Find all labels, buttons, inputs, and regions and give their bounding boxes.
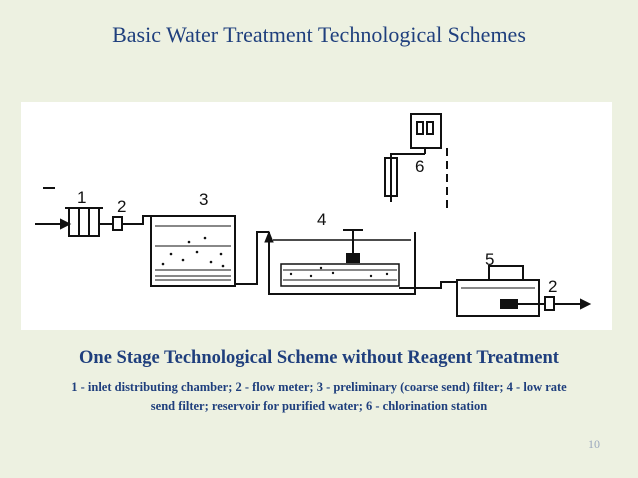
flow-meter-outlet — [544, 296, 555, 311]
inlet-arrow-icon — [60, 218, 72, 230]
page-number: 10 — [588, 437, 600, 451]
caption-line-1: 1 - inlet distributing chamber; 2 - flow… — [71, 380, 567, 394]
label-chlorination: 6 — [415, 157, 424, 176]
scheme-caption: 1 - inlet distributing chamber; 2 - flow… — [34, 378, 604, 416]
caption-line-2: send filter; reservoir for purified wate… — [150, 399, 488, 413]
flow-meter-inlet — [112, 216, 123, 231]
slow-sand-filter-tank — [268, 229, 416, 295]
label-coarse-filter: 3 — [199, 190, 208, 209]
scheme-diagram: 1 2 3 4 5 6 2 — [21, 102, 612, 330]
label-inlet-chamber: 1 — [77, 188, 86, 207]
outlet-arrow-icon — [580, 298, 592, 310]
scheme-subtitle: One Stage Technological Scheme without R… — [79, 348, 559, 368]
label-slow-filter: 4 — [317, 210, 326, 229]
label-flow-meter-out: 2 — [548, 277, 557, 296]
inlet-chamber — [65, 207, 103, 237]
scheme-drawing: 1 2 3 4 5 6 2 — [35, 113, 592, 317]
chlorination-station — [384, 113, 448, 210]
slide-title: Basic Water Treatment Technological Sche… — [112, 22, 526, 47]
label-flow-meter-in: 2 — [117, 197, 126, 216]
purified-water-reservoir — [456, 265, 540, 317]
label-reservoir: 5 — [485, 250, 494, 269]
coarse-filter-tank — [150, 215, 236, 287]
